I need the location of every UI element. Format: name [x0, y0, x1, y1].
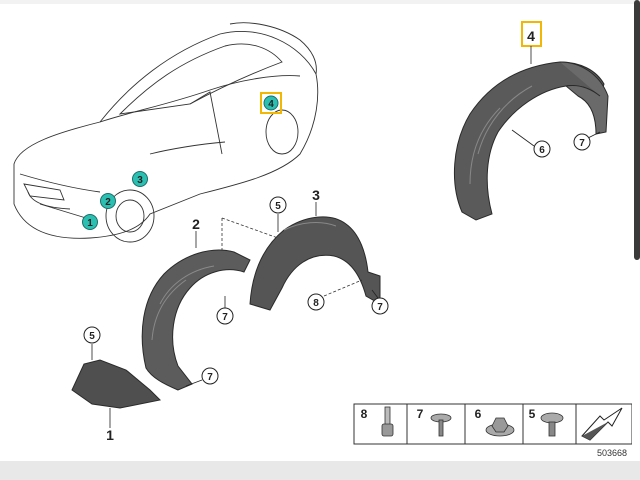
callout-car-4-label: 4	[268, 99, 274, 110]
callout-car-3-label: 3	[137, 175, 143, 186]
callout-5-lower-label: 5	[89, 331, 95, 342]
bottom-toolbar-strip	[0, 461, 640, 480]
callout-7-rear[interactable]: 7	[573, 131, 601, 151]
label-part-1-text: 1	[106, 427, 114, 443]
parts-diagram: 1 2 3 4 4 3 2	[13, 21, 632, 458]
callout-7-part2-top[interactable]: 7	[216, 296, 234, 325]
callout-7-part3-label: 7	[377, 302, 383, 313]
callout-5-upper[interactable]: 5	[269, 196, 287, 232]
legend-item-6[interactable]: 6	[475, 407, 515, 437]
callout-car-4[interactable]: 4	[260, 92, 282, 114]
clip-icon	[540, 412, 564, 437]
rivet-icon	[381, 406, 394, 437]
callout-8[interactable]: 8	[307, 293, 325, 311]
callout-6-label: 6	[539, 145, 545, 156]
screw-icon	[430, 413, 452, 437]
label-part-1[interactable]: 1	[106, 427, 114, 443]
hardware-legend: 8 7 6 5	[353, 403, 632, 445]
label-part-3[interactable]: 3	[312, 187, 320, 203]
callout-car-1[interactable]: 1	[82, 214, 98, 230]
part-1-lower-cover[interactable]	[71, 359, 162, 409]
callout-5-lower[interactable]: 5	[83, 326, 101, 360]
nut-icon	[485, 417, 515, 437]
scrollbar[interactable]	[634, 0, 640, 260]
label-part-2[interactable]: 2	[192, 216, 200, 232]
callout-7-part3[interactable]: 7	[371, 289, 389, 315]
callout-5-upper-label: 5	[275, 201, 281, 212]
dashed-connectors	[221, 217, 363, 297]
callout-car-2[interactable]: 2	[100, 193, 116, 209]
callout-6[interactable]: 6	[511, 129, 551, 158]
callout-7-rear-label: 7	[579, 138, 585, 149]
callout-7-part2-bottom[interactable]: 7	[185, 367, 219, 387]
legend-item-6-num: 6	[475, 407, 482, 421]
legend-item-7-num: 7	[417, 407, 424, 421]
legend-item-7[interactable]: 7	[417, 407, 452, 437]
part-4-wheel-arch-liner[interactable]	[454, 61, 609, 221]
label-part-2-text: 2	[192, 216, 200, 232]
car-illustration	[13, 22, 319, 243]
part-3-wheel-arch-liner[interactable]	[249, 216, 381, 311]
label-part-3-text: 3	[312, 187, 320, 203]
callout-car-2-label: 2	[105, 197, 111, 208]
callout-car-1-label: 1	[87, 218, 93, 229]
diagram-number: 503668	[597, 448, 627, 458]
callout-7-part2-top-label: 7	[222, 312, 228, 323]
legend-item-8-num: 8	[361, 407, 368, 421]
part-2-wheel-arch-liner[interactable]	[141, 249, 251, 391]
callout-7-part2-bottom-label: 7	[207, 372, 213, 383]
label-part-4-text: 4	[527, 28, 535, 44]
top-edge-strip	[0, 0, 640, 4]
label-part-4[interactable]: 4	[521, 21, 542, 47]
direction-arrow-icon	[581, 407, 623, 441]
callout-car-3[interactable]: 3	[132, 171, 148, 187]
legend-item-5[interactable]: 5	[529, 407, 564, 437]
callout-8-label: 8	[313, 298, 319, 309]
legend-item-8[interactable]: 8	[361, 406, 394, 437]
legend-item-5-num: 5	[529, 407, 536, 421]
